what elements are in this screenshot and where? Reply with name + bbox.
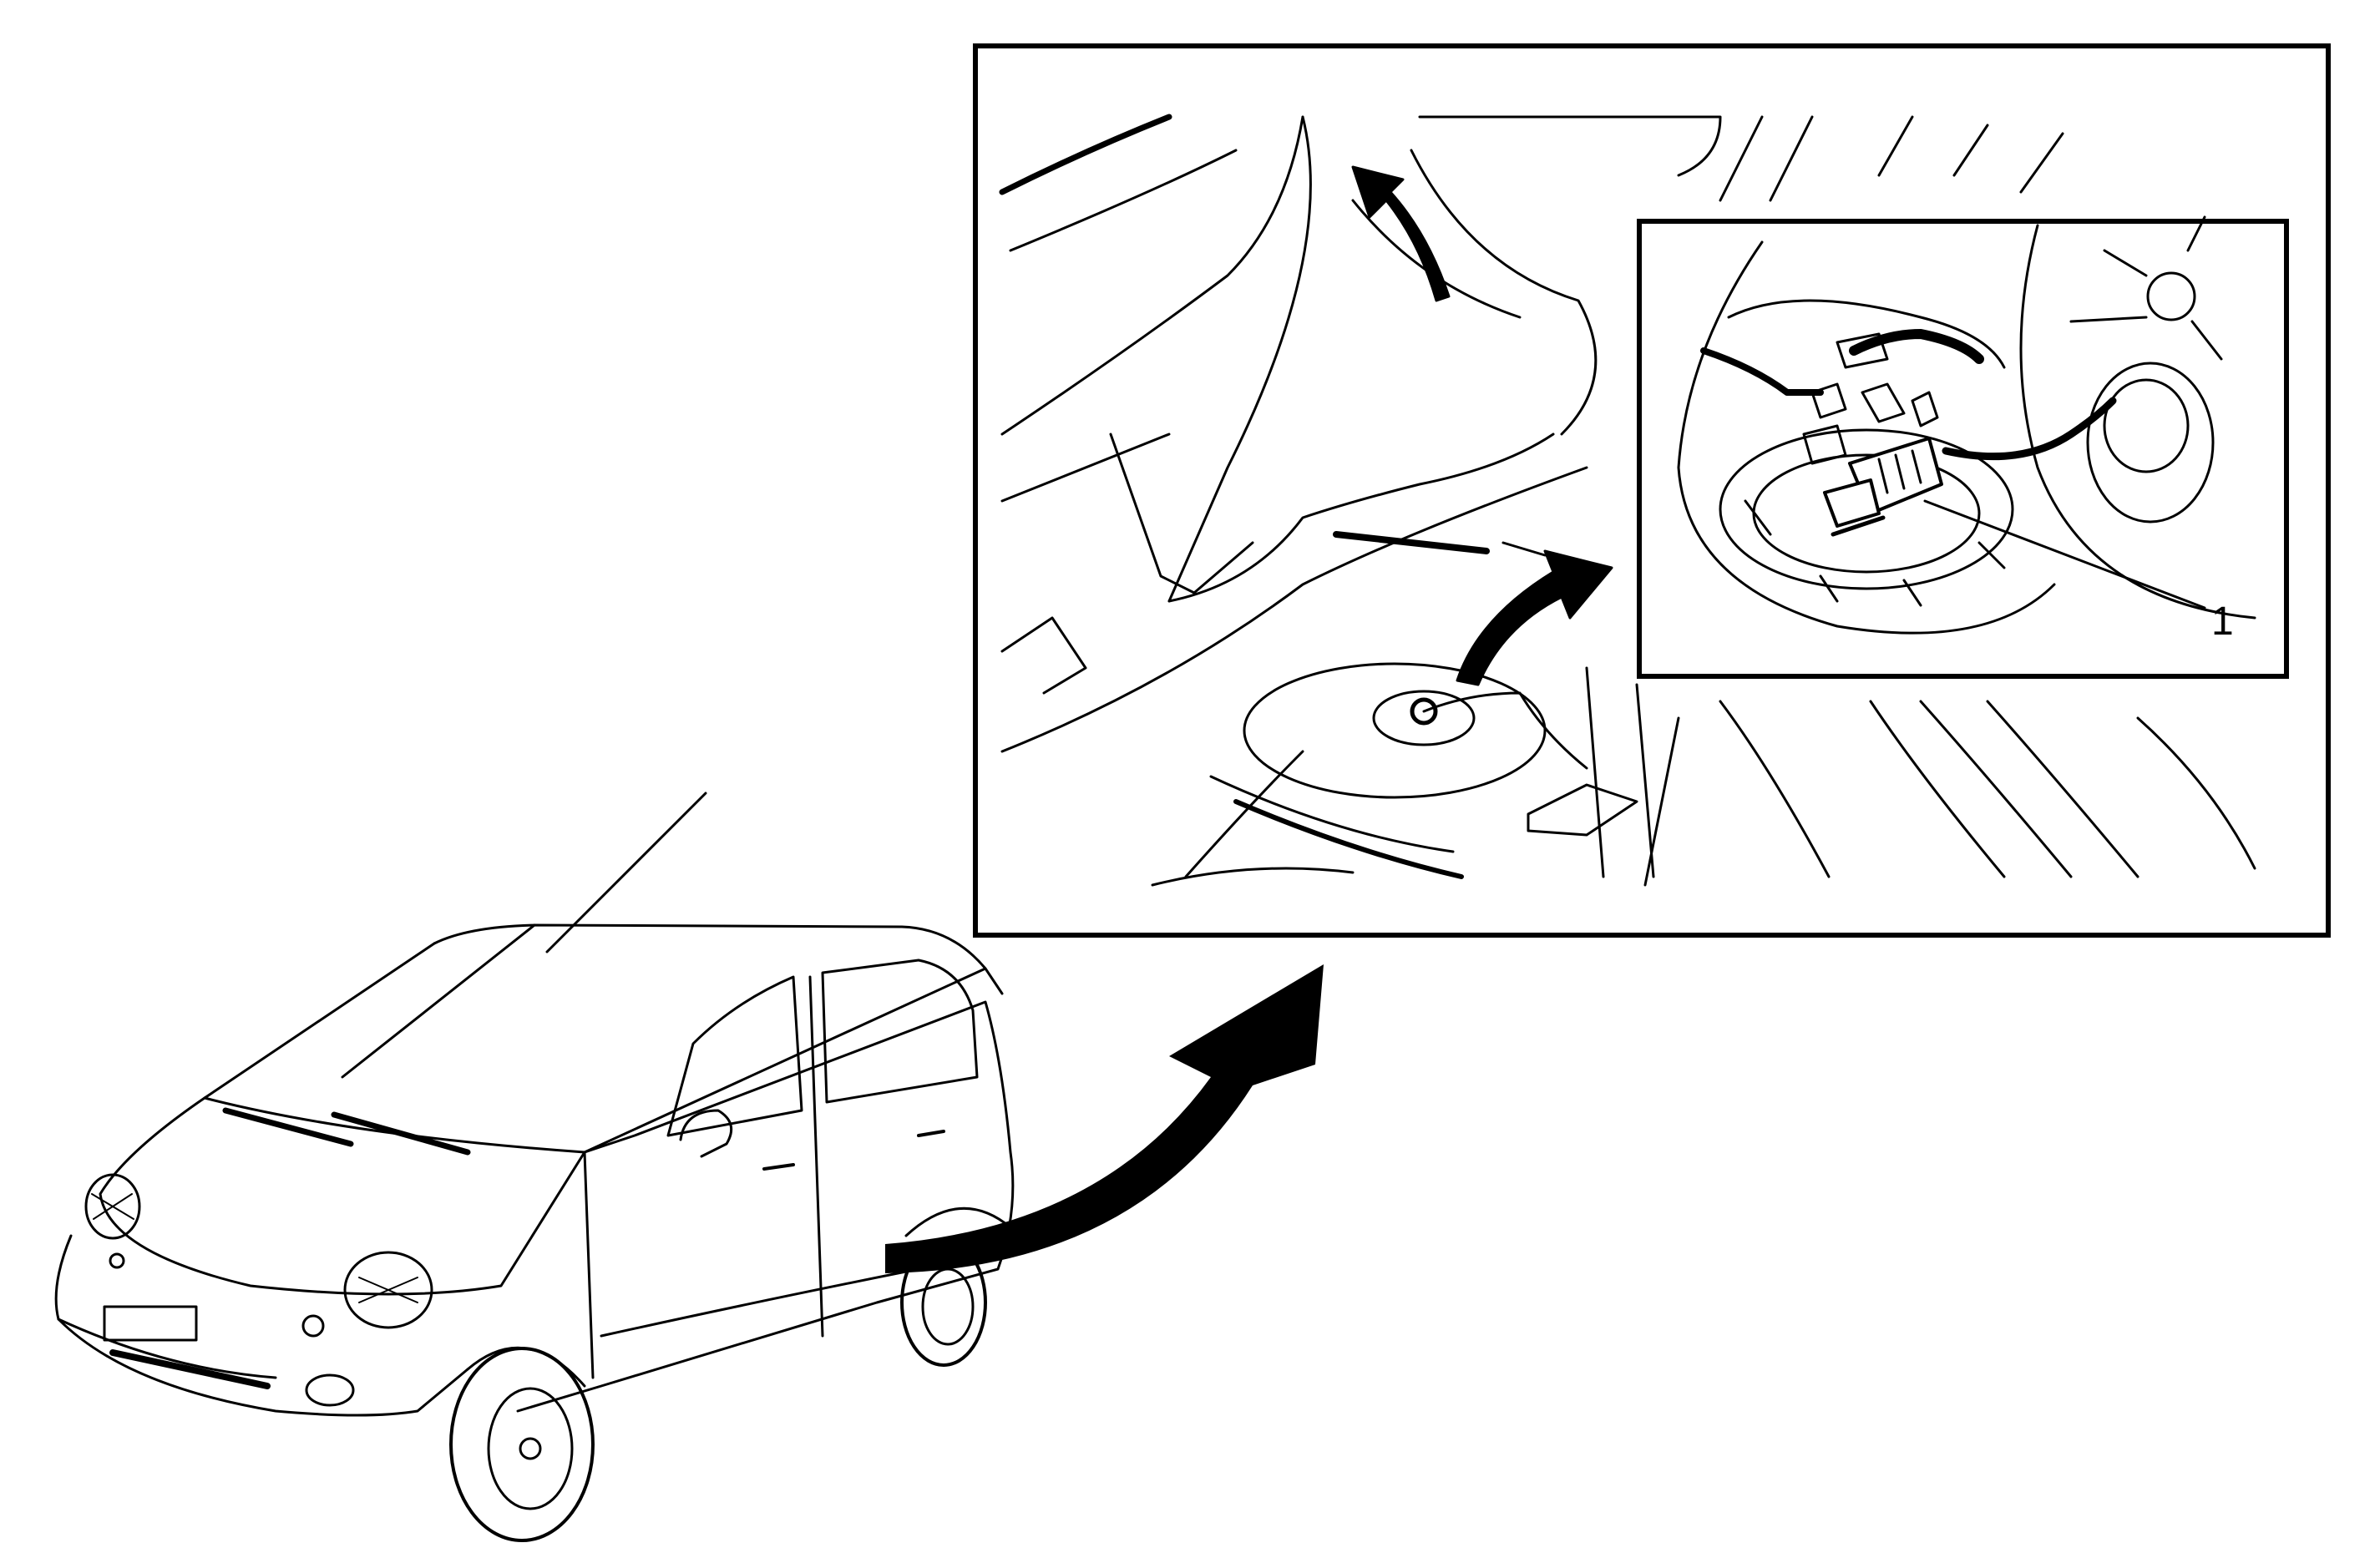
curved-arrow-icon <box>1351 165 1451 302</box>
grille <box>103 1305 198 1342</box>
car-roof <box>433 923 1004 995</box>
callout-leader-line <box>1923 499 2206 610</box>
electrical-connector <box>1823 437 1943 537</box>
callout-1-label: 1 <box>2211 599 2234 644</box>
detail-view-box: 1 <box>973 43 2331 938</box>
side-mirror <box>679 1109 733 1158</box>
fuel-pump-access-plate <box>1243 662 1547 799</box>
left-headlight <box>84 1173 141 1240</box>
front-window <box>666 975 803 1137</box>
rear-window <box>821 959 979 1104</box>
curved-arrow-icon <box>885 964 1324 1273</box>
hatchback-car-icon <box>54 792 1015 1542</box>
car-windshield <box>203 923 987 1154</box>
fuel-pump-flange <box>1719 428 2014 590</box>
inset-box: 1 <box>1637 215 2289 679</box>
antenna-line <box>545 792 707 954</box>
front-bumper <box>54 1234 469 1417</box>
right-headlight <box>343 1251 433 1329</box>
curved-arrow-icon <box>1456 549 1613 686</box>
car-hood <box>99 1096 586 1296</box>
underbody-sketch <box>999 114 2256 887</box>
